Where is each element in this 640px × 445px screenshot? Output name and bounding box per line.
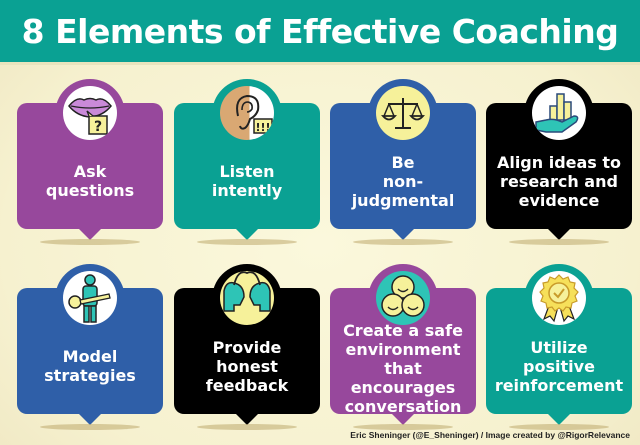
card-label: Listen intently <box>211 162 283 200</box>
award-badge-icon <box>532 271 586 325</box>
card-shadow <box>40 424 140 430</box>
card-label: Model strategies <box>44 347 136 385</box>
card-box: Create a safe environment that encourage… <box>330 288 476 416</box>
svg-text:!!!: !!! <box>255 121 270 134</box>
card-pointer <box>392 229 414 240</box>
card-pointer <box>79 229 101 240</box>
card-label: Create a safe environment that encourage… <box>343 320 463 416</box>
card-pointer <box>79 414 101 425</box>
card-shadow <box>40 239 140 245</box>
card-shadow <box>197 239 297 245</box>
divider <box>0 62 640 65</box>
title-banner: 8 Elements of Effective Coaching <box>0 0 640 62</box>
card-label: Provide honest feedback <box>205 337 289 395</box>
hand-bar-chart-icon <box>532 86 586 140</box>
card-label: Utilize positive reinforcement <box>494 337 624 395</box>
card-box: Model strategies <box>17 288 163 414</box>
card-shadow <box>197 424 297 430</box>
person-key-icon <box>63 271 117 325</box>
credit-footer: Eric Sheninger (@E_Sheninger) / Image cr… <box>350 430 630 440</box>
card-pointer <box>236 229 258 240</box>
heads-exchange-icon <box>220 271 274 325</box>
ear-exclamation-icon: !!! <box>220 86 274 140</box>
page-title: 8 Elements of Effective Coaching <box>21 11 619 51</box>
card-shadow <box>353 239 453 245</box>
scales-icon <box>376 86 430 140</box>
card-shadow <box>353 424 453 430</box>
card-pointer <box>392 414 414 425</box>
card-shadow <box>509 424 609 430</box>
card-label: Be non-judgmental <box>351 152 455 210</box>
card-label: Ask questions <box>45 162 135 200</box>
lips-question-icon: ? <box>63 86 117 140</box>
svg-text:?: ? <box>94 119 102 135</box>
card-pointer <box>548 414 570 425</box>
card-shadow <box>509 239 609 245</box>
smiley-group-icon <box>376 271 430 325</box>
card-pointer <box>236 414 258 425</box>
card-label: Align ideas to research and evidence <box>496 152 622 210</box>
card-pointer <box>548 229 570 240</box>
